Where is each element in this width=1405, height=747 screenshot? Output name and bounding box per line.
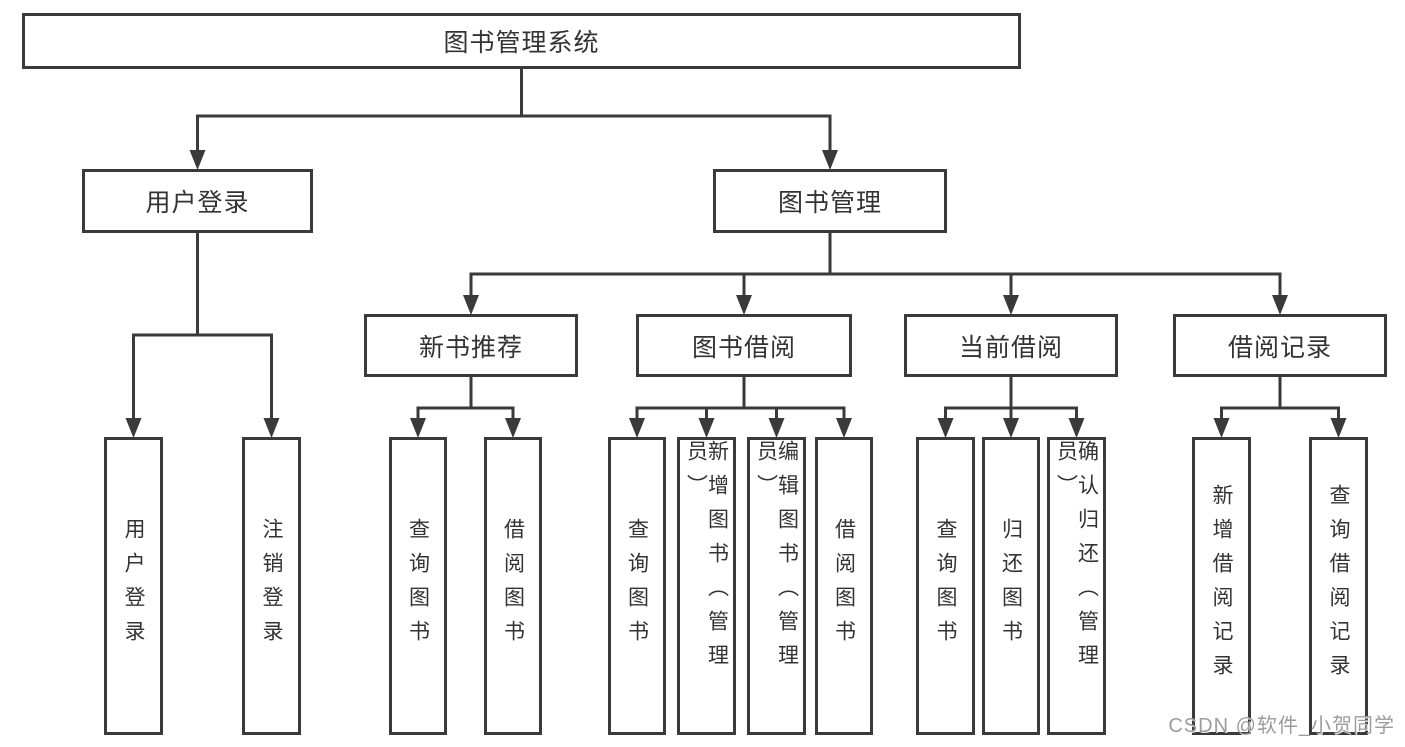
node-borrowing-records: 借阅记录 xyxy=(1173,314,1387,377)
node-label: 借阅图书 xyxy=(832,518,856,654)
node-label: 图书管理系统 xyxy=(443,29,600,57)
node-add-borrow-record: 新增借阅记录 xyxy=(1192,437,1251,735)
node-new-book-recommend: 新书推荐 xyxy=(364,314,578,377)
node-query-books-c: 查询图书 xyxy=(916,437,975,735)
node-label: 新书推荐 xyxy=(418,333,523,362)
node-query-books-a: 查询图书 xyxy=(389,437,447,735)
node-book-management: 图书管理 xyxy=(713,169,947,233)
node-label: 图书管理 xyxy=(777,189,882,217)
node-label: 编辑图书（管理员） xyxy=(754,440,799,678)
node-query-books-b: 查询图书 xyxy=(608,437,666,735)
node-current-borrowing: 当前借阅 xyxy=(904,314,1118,377)
node-logout-leaf: 注销登录 xyxy=(242,437,301,735)
node-confirm-return-admin: 确认归还（管理员） xyxy=(1047,437,1106,735)
node-label: 借阅图书 xyxy=(501,518,525,654)
node-edit-book-admin: 编辑图书（管理员） xyxy=(747,437,806,735)
node-label: 新增图书（管理员） xyxy=(684,440,729,678)
node-label: 用户登录 xyxy=(122,518,145,654)
node-label: 确认归还（管理员） xyxy=(1054,440,1099,678)
node-label: 新增借阅记录 xyxy=(1210,484,1233,688)
node-label: 借阅记录 xyxy=(1227,333,1332,362)
node-label: 注销登录 xyxy=(260,518,283,654)
node-label: 当前借阅 xyxy=(958,333,1063,362)
node-label: 查询图书 xyxy=(406,518,430,654)
node-label: 查询借阅记录 xyxy=(1327,484,1350,688)
watermark: CSDN @软件_小贺同学 xyxy=(1168,715,1395,737)
node-label: 图书借阅 xyxy=(691,333,796,362)
node-user-login: 用户登录 xyxy=(82,169,313,233)
node-return-books: 归还图书 xyxy=(982,437,1040,735)
node-label: 查询图书 xyxy=(625,518,649,654)
node-query-borrow-record: 查询借阅记录 xyxy=(1309,437,1368,735)
node-user-login-leaf: 用户登录 xyxy=(104,437,163,735)
node-label: 用户登录 xyxy=(145,189,250,217)
node-add-book-admin: 新增图书（管理员） xyxy=(677,437,736,735)
node-library-system: 图书管理系统 xyxy=(22,13,1021,69)
node-label: 查询图书 xyxy=(934,518,957,654)
node-borrow-books-a: 借阅图书 xyxy=(484,437,542,735)
node-book-borrowing: 图书借阅 xyxy=(636,314,852,377)
node-borrow-books-b: 借阅图书 xyxy=(815,437,873,735)
node-label: 归还图书 xyxy=(999,518,1023,654)
